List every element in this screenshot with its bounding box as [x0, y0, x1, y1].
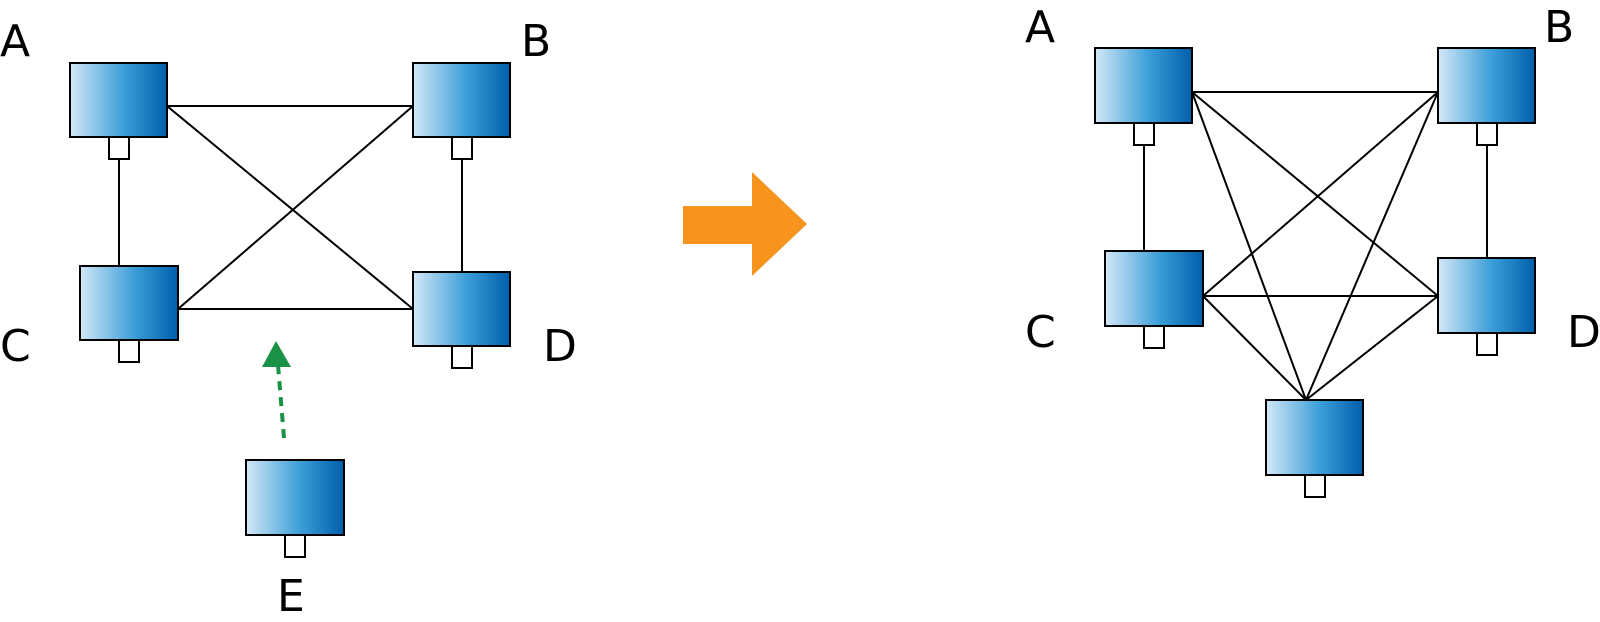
- left-network: A B C D E: [0, 16, 577, 622]
- label-e-left: E: [277, 571, 305, 622]
- link-a-d: [1191, 91, 1439, 297]
- link-c-e: [1202, 295, 1307, 401]
- join-arrow: [262, 341, 291, 439]
- label-b-left: B: [521, 16, 551, 67]
- node-b-left: [412, 62, 511, 160]
- node-e-right: [1265, 399, 1364, 498]
- label-b-right: B: [1544, 2, 1574, 53]
- link-b-e: [1305, 91, 1439, 401]
- transition-arrow: [683, 172, 807, 276]
- label-d-right: D: [1567, 307, 1600, 358]
- node-a-right: [1094, 47, 1193, 146]
- node-c-left: [79, 265, 179, 363]
- link-b-c: [177, 105, 414, 310]
- node-d-right: [1437, 257, 1536, 356]
- label-c-left: C: [0, 321, 31, 372]
- label-a-right: A: [1025, 2, 1055, 53]
- right-links: [1143, 91, 1488, 401]
- label-c-right: C: [1025, 307, 1056, 358]
- left-links: [118, 105, 463, 310]
- node-b-right: [1437, 47, 1536, 146]
- link-a-d: [166, 105, 414, 310]
- node-c-right: [1104, 250, 1204, 349]
- link-b-c: [1202, 91, 1439, 297]
- label-d-left: D: [543, 321, 577, 372]
- link-d-e: [1305, 295, 1439, 401]
- label-a-left: A: [0, 16, 30, 67]
- join-arrow-head: [262, 341, 291, 367]
- right-network: A B C D: [1025, 2, 1600, 498]
- node-a-left: [69, 62, 168, 160]
- join-arrow-shaft: [276, 364, 286, 439]
- node-d-left: [412, 271, 511, 369]
- node-e-left: [245, 459, 345, 558]
- link-a-e: [1191, 91, 1307, 401]
